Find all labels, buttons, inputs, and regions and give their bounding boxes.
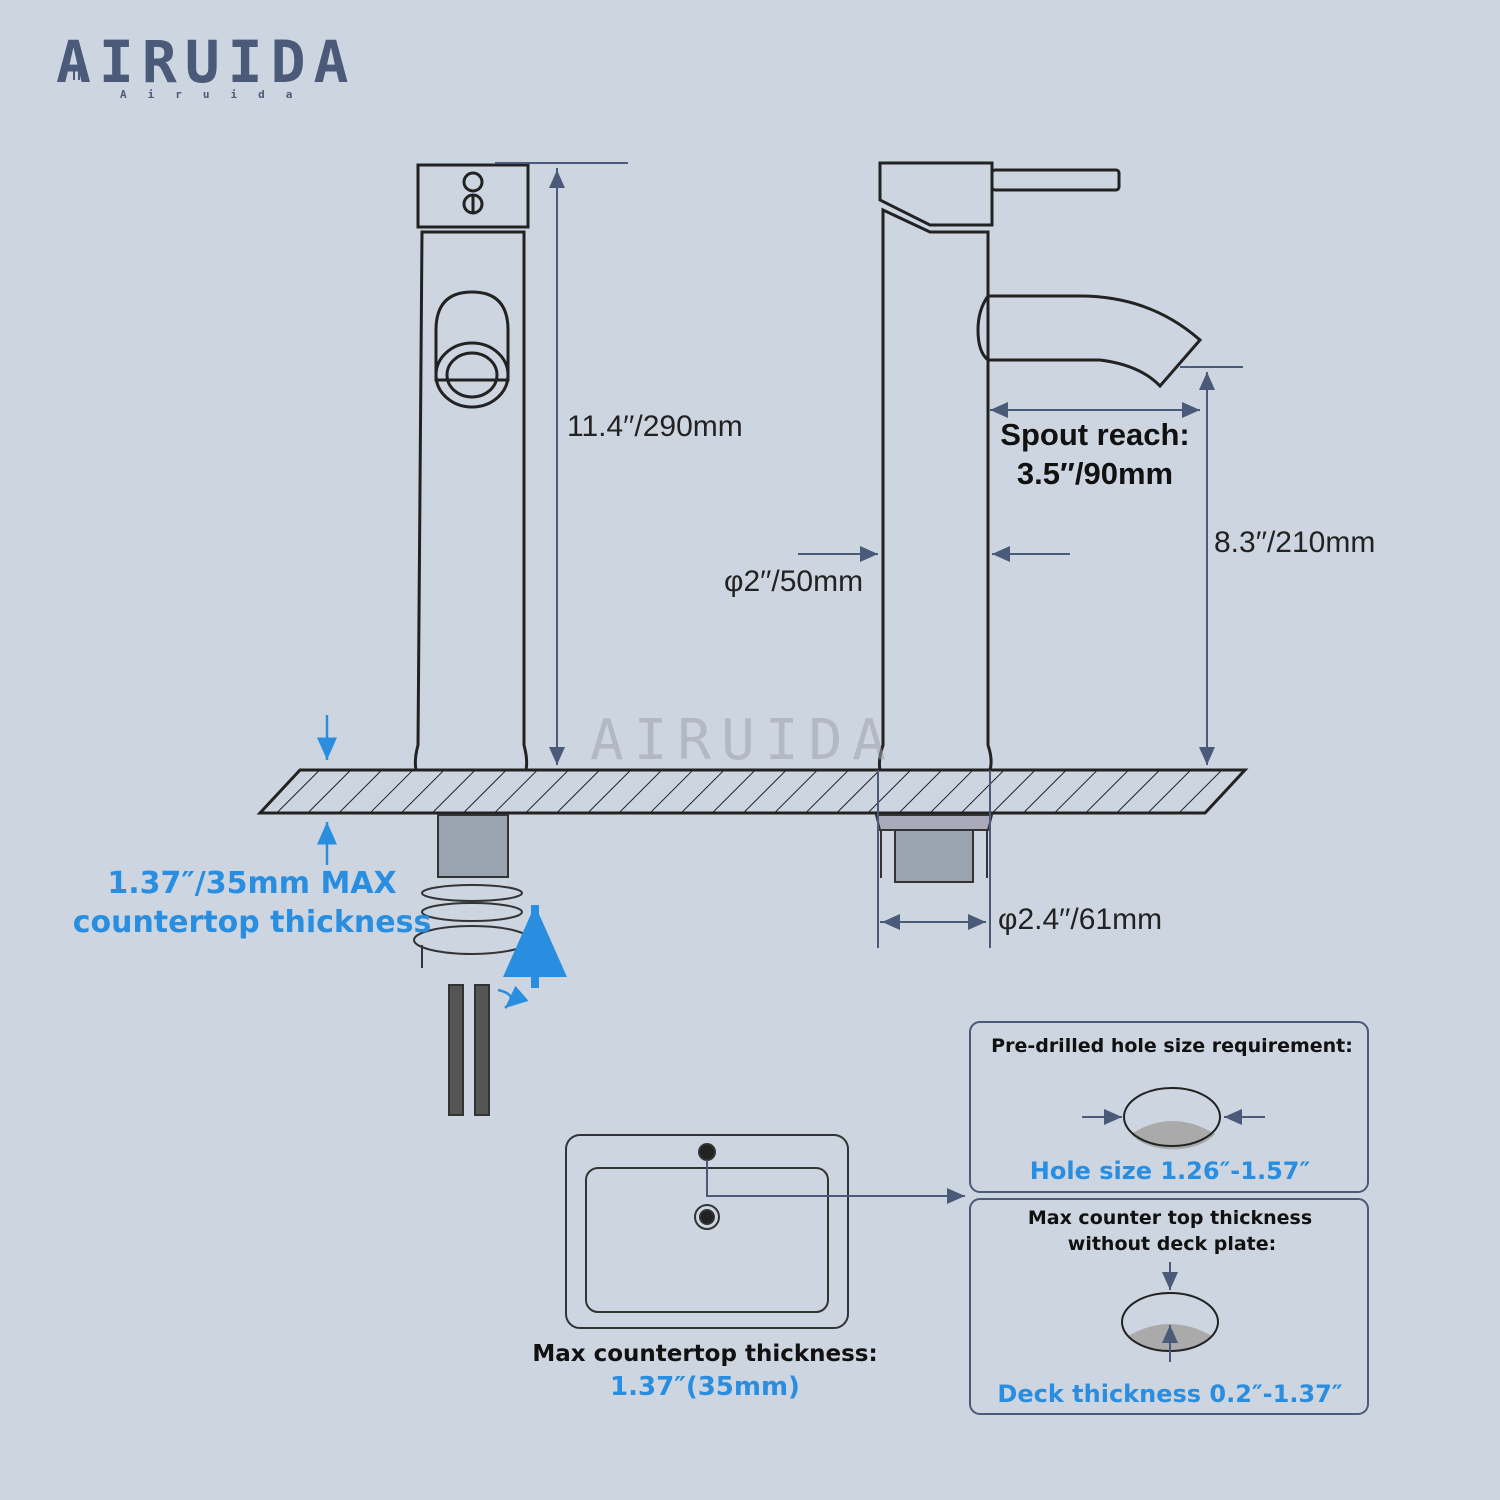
brand-logo-sub: Airuida <box>120 88 314 101</box>
logo-shower-icon <box>73 68 85 80</box>
mounting-hardware <box>413 814 994 1116</box>
deck-box-title-line1: Max counter top thickness <box>1027 1207 1313 1229</box>
countertop <box>256 768 1249 815</box>
countertop-thickness-line1: 1.37″/35mm MAX <box>107 866 397 901</box>
spout-height-label: 8.3′′/210mm <box>1214 526 1376 559</box>
total-height-label: 11.4′′/290mm <box>567 410 743 443</box>
sink-thickness-value: 1.37″(35mm) <box>610 1372 800 1402</box>
brand-logo: AIRUIDA <box>56 28 357 96</box>
countertop-thickness-line2: countertop thickness <box>72 905 432 940</box>
body-diameter-label: φ2′′/50mm <box>724 565 864 598</box>
deck-box-value: Deck thickness 0.2″-1.37″ <box>997 1380 1343 1408</box>
faucet-front-view <box>413 163 530 772</box>
spout-reach-label: Spout reach: <box>1000 417 1190 452</box>
spout-reach-value: 3.5″/90mm <box>1016 456 1174 491</box>
thickness-arrows <box>317 715 567 1009</box>
requirement-boxes <box>969 1021 1369 1415</box>
watermark: AIRUIDA <box>590 708 897 773</box>
hole-box-value: Hole size 1.26″-1.57″ <box>1029 1157 1311 1185</box>
hole-box-title: Pre-drilled hole size requirement: <box>991 1035 1353 1057</box>
deck-box-title-line2: without deck plate: <box>1067 1233 1277 1255</box>
sink-thickness-label: Max countertop thickness: <box>532 1341 878 1367</box>
sink-top-view <box>565 1134 965 1329</box>
base-diameter-label: φ2.4′′/61mm <box>998 903 1163 936</box>
dimension-lines <box>495 162 1243 948</box>
